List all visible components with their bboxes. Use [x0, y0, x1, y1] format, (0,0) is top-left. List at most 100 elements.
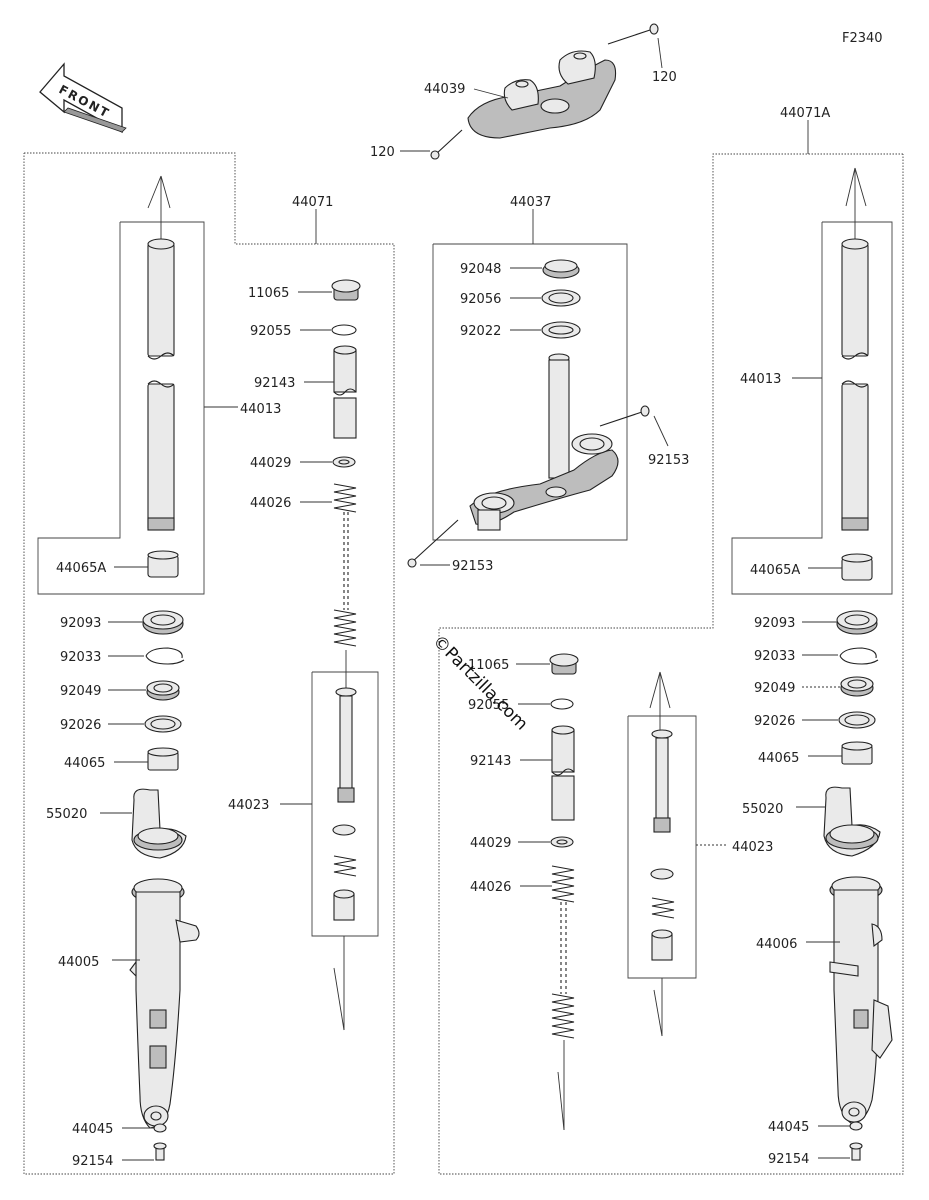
- right-oil-seal-92093[interactable]: [836, 610, 878, 635]
- label-l-92154: 92154: [72, 1154, 113, 1169]
- left-o-ring-92055[interactable]: [331, 324, 357, 336]
- stem-washer-92022[interactable]: [541, 321, 581, 339]
- right-cap-11065[interactable]: [549, 653, 579, 675]
- label-120-left: 120: [370, 145, 395, 160]
- left-washer-44029[interactable]: [332, 456, 356, 468]
- right-clip-92033[interactable]: [839, 647, 879, 665]
- right-spring-44026[interactable]: [551, 865, 575, 1039]
- left-protector-55020[interactable]: [131, 788, 187, 859]
- label-44039: 44039: [424, 82, 465, 97]
- label-l-44005: 44005: [58, 955, 99, 970]
- label-44071: 44071: [292, 195, 333, 210]
- label-l-44045: 44045: [72, 1122, 113, 1137]
- watermark: ©Partzilla.com: [428, 631, 531, 734]
- left-oil-seal-92093[interactable]: [142, 610, 184, 635]
- top-clamp-44039[interactable]: [467, 50, 617, 139]
- label-l-92093: 92093: [60, 616, 101, 631]
- stem-bolt-92153-right[interactable]: [599, 405, 650, 427]
- diagram-code: F2340: [842, 31, 883, 46]
- right-cartridge-box: [627, 715, 697, 979]
- right-dust-seal-92049[interactable]: [840, 676, 874, 697]
- front-arrow-icon: FRONT: [39, 62, 127, 134]
- label-l-44013: 44013: [240, 402, 281, 417]
- left-cap-11065[interactable]: [331, 279, 361, 301]
- label-r-92049: 92049: [754, 681, 795, 696]
- label-l-44065a: 44065A: [56, 561, 106, 576]
- label-l-92055: 92055: [250, 324, 291, 339]
- label-l-92049: 92049: [60, 684, 101, 699]
- right-spacer-92143[interactable]: [551, 725, 575, 821]
- right-bushing-44065[interactable]: [841, 741, 873, 765]
- right-protector-55020[interactable]: [823, 786, 881, 857]
- bolt-120-top-left[interactable]: [430, 129, 463, 160]
- left-dust-seal-92049[interactable]: [146, 680, 180, 701]
- stem-seal-92056[interactable]: [541, 289, 581, 307]
- label-l-11065: 11065: [248, 286, 289, 301]
- right-washer-92026[interactable]: [838, 711, 876, 729]
- label-l-92026: 92026: [60, 718, 101, 733]
- steering-stem[interactable]: [469, 353, 619, 531]
- left-washer-92026[interactable]: [144, 715, 182, 733]
- left-spacer-92143[interactable]: [333, 345, 357, 439]
- right-cartridge-44023[interactable]: [650, 729, 675, 961]
- label-r-44029: 44029: [470, 836, 511, 851]
- left-fork-assembly-boundary: [23, 152, 395, 1175]
- label-l-92143: 92143: [254, 376, 295, 391]
- label-l-92033: 92033: [60, 650, 101, 665]
- label-92056: 92056: [460, 292, 501, 307]
- right-bolt-92154[interactable]: [849, 1142, 863, 1161]
- left-outer-tube-44005[interactable]: [129, 878, 200, 1129]
- right-inner-tube-group-box: [731, 221, 893, 595]
- left-gasket-44045[interactable]: [153, 1123, 167, 1133]
- left-spring-44026[interactable]: [333, 483, 357, 647]
- label-44071a: 44071A: [780, 106, 830, 121]
- right-bushing-44065a[interactable]: [841, 553, 873, 581]
- bolt-120-top-right[interactable]: [607, 23, 659, 45]
- label-r-92093: 92093: [754, 616, 795, 631]
- right-inner-tube-44013[interactable]: [841, 238, 869, 531]
- label-r-92055: 92055: [468, 698, 509, 713]
- label-r-92026: 92026: [754, 714, 795, 729]
- stem-assembly-box: [432, 243, 628, 541]
- right-washer-44029[interactable]: [550, 836, 574, 848]
- label-r-92154: 92154: [768, 1152, 809, 1167]
- left-bushing-44065a[interactable]: [147, 550, 179, 578]
- left-inner-tube-44013[interactable]: [147, 238, 175, 531]
- label-l-44023: 44023: [228, 798, 269, 813]
- label-92153-right: 92153: [648, 453, 689, 468]
- label-r-44045: 44045: [768, 1120, 809, 1135]
- left-inner-tube-group-box: [37, 221, 205, 595]
- label-l-44026: 44026: [250, 496, 291, 511]
- left-cartridge-44023[interactable]: [332, 687, 357, 921]
- label-l-44065: 44065: [64, 756, 105, 771]
- right-gasket-44045[interactable]: [849, 1121, 863, 1131]
- label-r-44065: 44065: [758, 751, 799, 766]
- label-92048: 92048: [460, 262, 501, 277]
- label-92022: 92022: [460, 324, 501, 339]
- label-l-55020: 55020: [46, 807, 87, 822]
- label-r-44023: 44023: [732, 840, 773, 855]
- left-bushing-44065[interactable]: [147, 747, 179, 771]
- stem-nut-92048[interactable]: [542, 259, 580, 279]
- label-92153-left: 92153: [452, 559, 493, 574]
- label-l-44029: 44029: [250, 456, 291, 471]
- label-r-11065: 11065: [468, 658, 509, 673]
- label-r-92143: 92143: [470, 754, 511, 769]
- left-bolt-92154[interactable]: [153, 1142, 167, 1161]
- label-r-44013: 44013: [740, 372, 781, 387]
- left-clip-92033[interactable]: [145, 647, 185, 665]
- right-o-ring-92055[interactable]: [550, 698, 574, 710]
- right-outer-tube-44006[interactable]: [829, 876, 893, 1125]
- stem-bolt-92153-left[interactable]: [407, 519, 459, 568]
- label-r-44006: 44006: [756, 937, 797, 952]
- label-44037: 44037: [510, 195, 551, 210]
- label-r-44065a: 44065A: [750, 563, 800, 578]
- right-fork-assembly-boundary: [438, 153, 904, 1175]
- left-cartridge-box: [311, 671, 379, 937]
- label-r-55020: 55020: [742, 802, 783, 817]
- label-120-right: 120: [652, 70, 677, 85]
- label-r-44026: 44026: [470, 880, 511, 895]
- label-r-92033: 92033: [754, 649, 795, 664]
